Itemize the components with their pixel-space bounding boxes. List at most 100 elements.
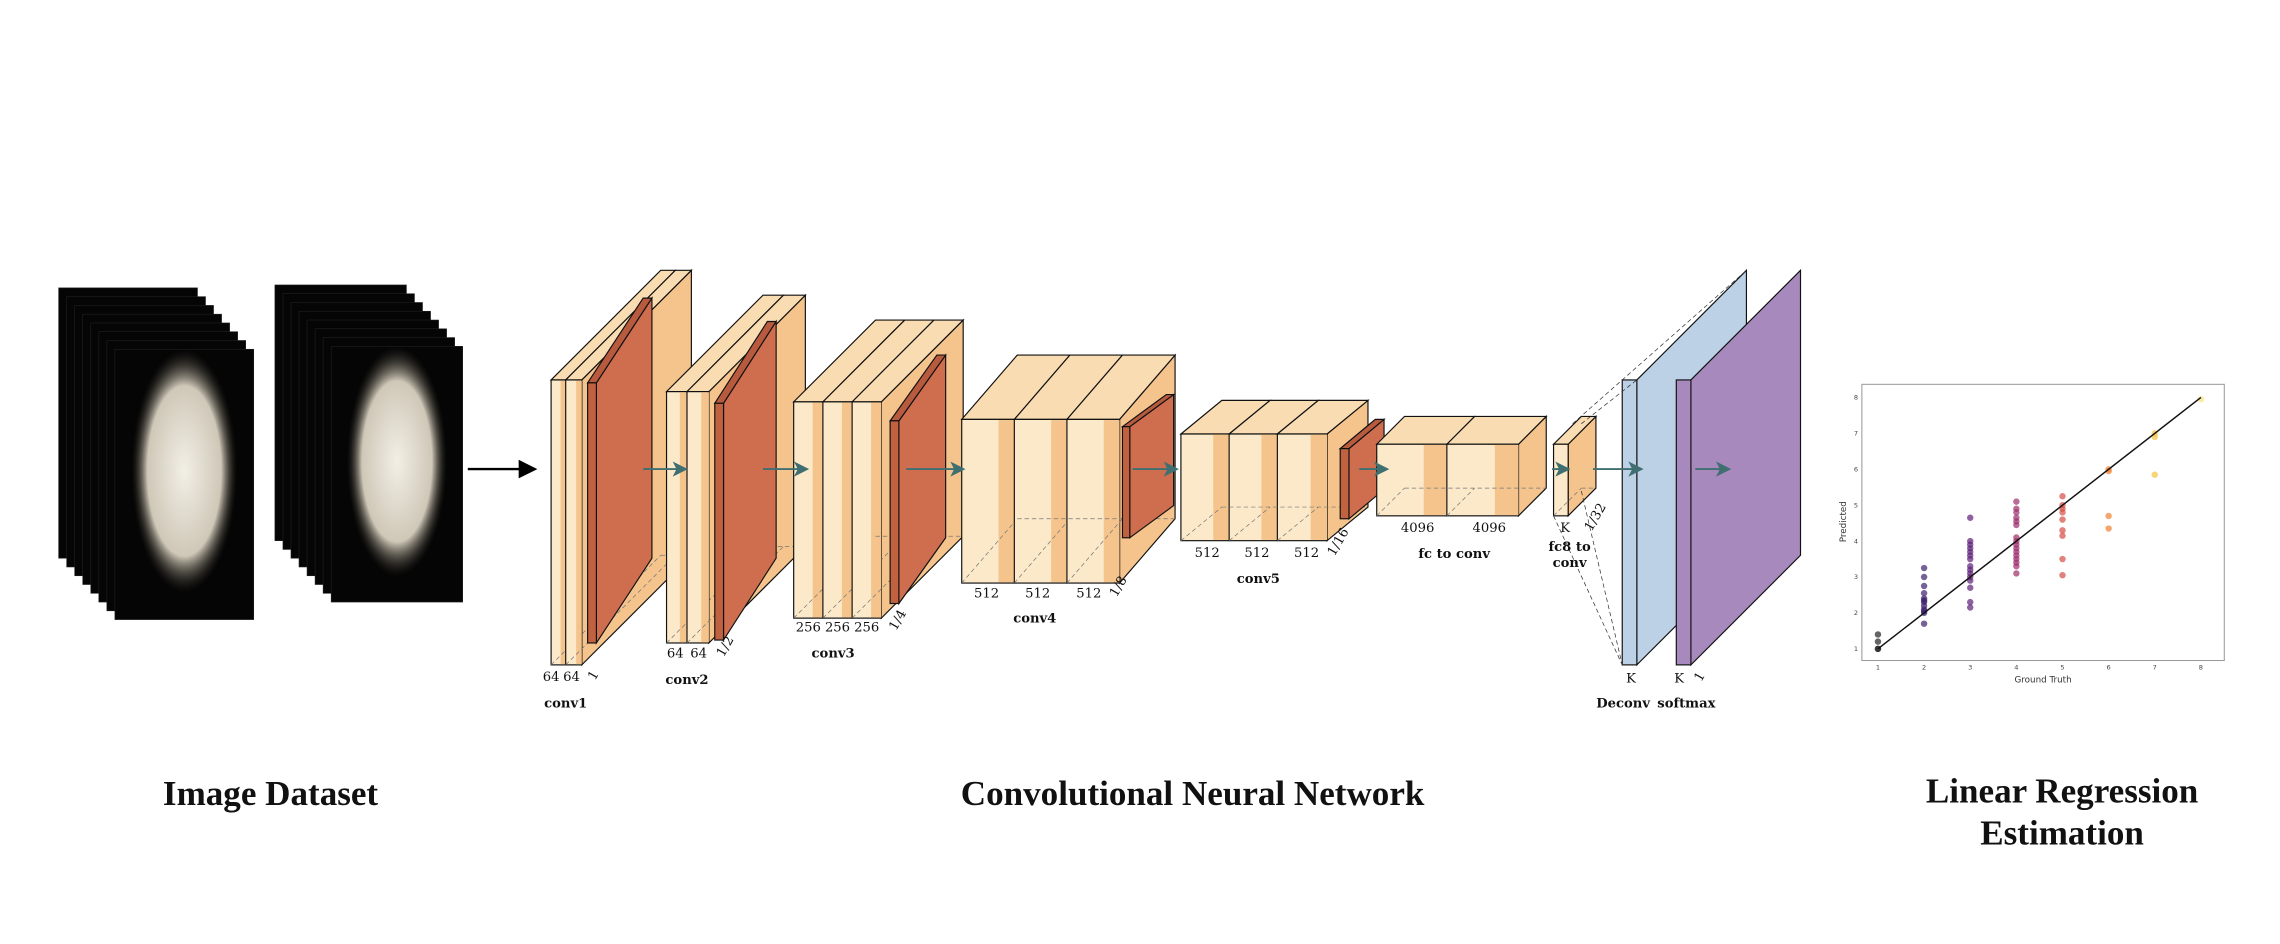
conv4-ch3: 512 bbox=[1076, 587, 1101, 602]
y-tick-label: 4 bbox=[1854, 537, 1858, 545]
conv2-band bbox=[679, 392, 687, 643]
conv2-label: conv2 bbox=[665, 673, 708, 688]
conv1-band bbox=[576, 380, 582, 665]
x-tick-label: 7 bbox=[2153, 663, 2157, 671]
conv5-band bbox=[1213, 434, 1230, 540]
data-point bbox=[1920, 582, 1928, 590]
conv5-ch2: 512 bbox=[1244, 546, 1269, 561]
fc-ch2: 4096 bbox=[1473, 521, 1506, 536]
conv5-hidden-edge bbox=[1277, 506, 1319, 541]
conv2-band bbox=[701, 392, 709, 643]
conv3-scale: 1/4 bbox=[886, 607, 910, 633]
conv4-pool-front bbox=[1121, 426, 1131, 539]
softmax-label: softmax bbox=[1657, 696, 1715, 711]
specimen-image bbox=[346, 346, 447, 577]
projection-line bbox=[1572, 270, 1747, 425]
fc8-hidden-edge bbox=[1553, 487, 1582, 517]
data-point bbox=[1967, 537, 1974, 545]
dataset-title: Image Dataset bbox=[163, 774, 379, 813]
conv1-label: conv1 bbox=[544, 696, 587, 711]
conv2-ch2: 64 bbox=[690, 647, 707, 662]
x-tick-label: 5 bbox=[2060, 663, 2064, 671]
data-point bbox=[1967, 584, 1974, 591]
conv4-label: conv4 bbox=[1013, 612, 1056, 627]
y-tick-label: 3 bbox=[1854, 573, 1858, 581]
data-point bbox=[2059, 493, 2066, 500]
data-point bbox=[1920, 595, 1928, 602]
conv4-band bbox=[998, 420, 1015, 583]
fc-ch1: 4096 bbox=[1401, 521, 1434, 536]
fc8-label-2: conv bbox=[1553, 556, 1587, 571]
fc-band bbox=[1423, 444, 1447, 516]
softmax-scale: 1 bbox=[1692, 670, 1709, 685]
data-point bbox=[1920, 620, 1928, 627]
data-point bbox=[1920, 573, 1928, 581]
y-axis-label: Predicted bbox=[1839, 501, 1849, 542]
data-point bbox=[2059, 571, 2066, 579]
conv5-band bbox=[1310, 434, 1328, 540]
cnn-title: Convolutional Neural Network bbox=[961, 774, 1425, 813]
conv5-pool-front bbox=[1339, 448, 1350, 520]
data-point bbox=[2013, 498, 2020, 505]
conv1-ch1: 64 bbox=[543, 670, 560, 685]
data-point bbox=[2059, 532, 2066, 539]
x-tick-label: 4 bbox=[2014, 663, 2018, 671]
data-point bbox=[2059, 527, 2066, 534]
fit-line bbox=[1877, 396, 2202, 650]
conv3-band bbox=[812, 402, 823, 618]
conv1-pool-front bbox=[587, 382, 597, 644]
data-point bbox=[1920, 564, 1928, 572]
fc8-scale: 1/32 bbox=[1582, 501, 1610, 534]
conv5-ch3: 512 bbox=[1294, 546, 1319, 561]
conv5-label: conv5 bbox=[1237, 572, 1280, 587]
conv2-pool-front bbox=[714, 402, 725, 641]
conv1-band bbox=[560, 380, 566, 665]
conv3-ch1: 256 bbox=[796, 620, 821, 635]
data-point bbox=[2151, 471, 2158, 478]
conv2-ch1: 64 bbox=[667, 647, 684, 662]
y-tick-label: 7 bbox=[1854, 430, 1858, 438]
data-point bbox=[1874, 631, 1882, 638]
image-dataset bbox=[58, 284, 463, 620]
cnn-labels: 64 64 1 conv1 64 64 1/2 conv2 256 256 25… bbox=[543, 501, 1716, 711]
y-tick-label: 5 bbox=[1854, 501, 1858, 509]
conv1-scale: 1 bbox=[585, 668, 602, 683]
projection-line bbox=[1580, 490, 1623, 665]
fc-label: fc to conv bbox=[1418, 547, 1490, 562]
fc-band bbox=[1494, 444, 1519, 516]
specimen-image bbox=[131, 349, 238, 593]
data-point bbox=[2059, 555, 2066, 563]
data-point bbox=[1967, 563, 1974, 570]
conv4-ch1: 512 bbox=[974, 587, 999, 602]
x-tick-label: 1 bbox=[1876, 663, 1880, 671]
projection-line bbox=[1553, 515, 1623, 666]
conv3-ch2: 256 bbox=[825, 620, 850, 635]
data-point bbox=[2059, 516, 2066, 523]
conv5-ch1: 512 bbox=[1195, 546, 1220, 561]
x-tick-label: 3 bbox=[1968, 663, 1972, 671]
data-point bbox=[2197, 396, 2205, 403]
conv1-hidden-edge bbox=[565, 555, 676, 666]
fc-hidden-edge bbox=[1376, 487, 1405, 517]
conv3-ch3: 256 bbox=[854, 620, 879, 635]
x-tick-label: 8 bbox=[2199, 663, 2203, 671]
data-point bbox=[1967, 604, 1974, 611]
conv5-band bbox=[1261, 434, 1278, 540]
y-tick-label: 8 bbox=[1854, 394, 1858, 402]
fc8-label-1: fc8 to bbox=[1549, 540, 1591, 555]
softmax-front bbox=[1675, 379, 1692, 666]
conv4-band bbox=[1051, 420, 1067, 583]
data-point bbox=[2105, 525, 2112, 532]
x-tick-label: 6 bbox=[2107, 663, 2111, 671]
y-tick-label: 6 bbox=[1854, 465, 1858, 473]
softmax-ch: K bbox=[1674, 671, 1685, 686]
deconv-label: Deconv bbox=[1596, 696, 1650, 711]
fc-hidden-edge bbox=[1446, 487, 1475, 517]
fc8-slab bbox=[1552, 443, 1569, 517]
data-point bbox=[1967, 514, 1974, 521]
conv3-band bbox=[841, 402, 853, 618]
data-point bbox=[2013, 514, 2020, 521]
conv1-ch2: 64 bbox=[563, 670, 580, 685]
